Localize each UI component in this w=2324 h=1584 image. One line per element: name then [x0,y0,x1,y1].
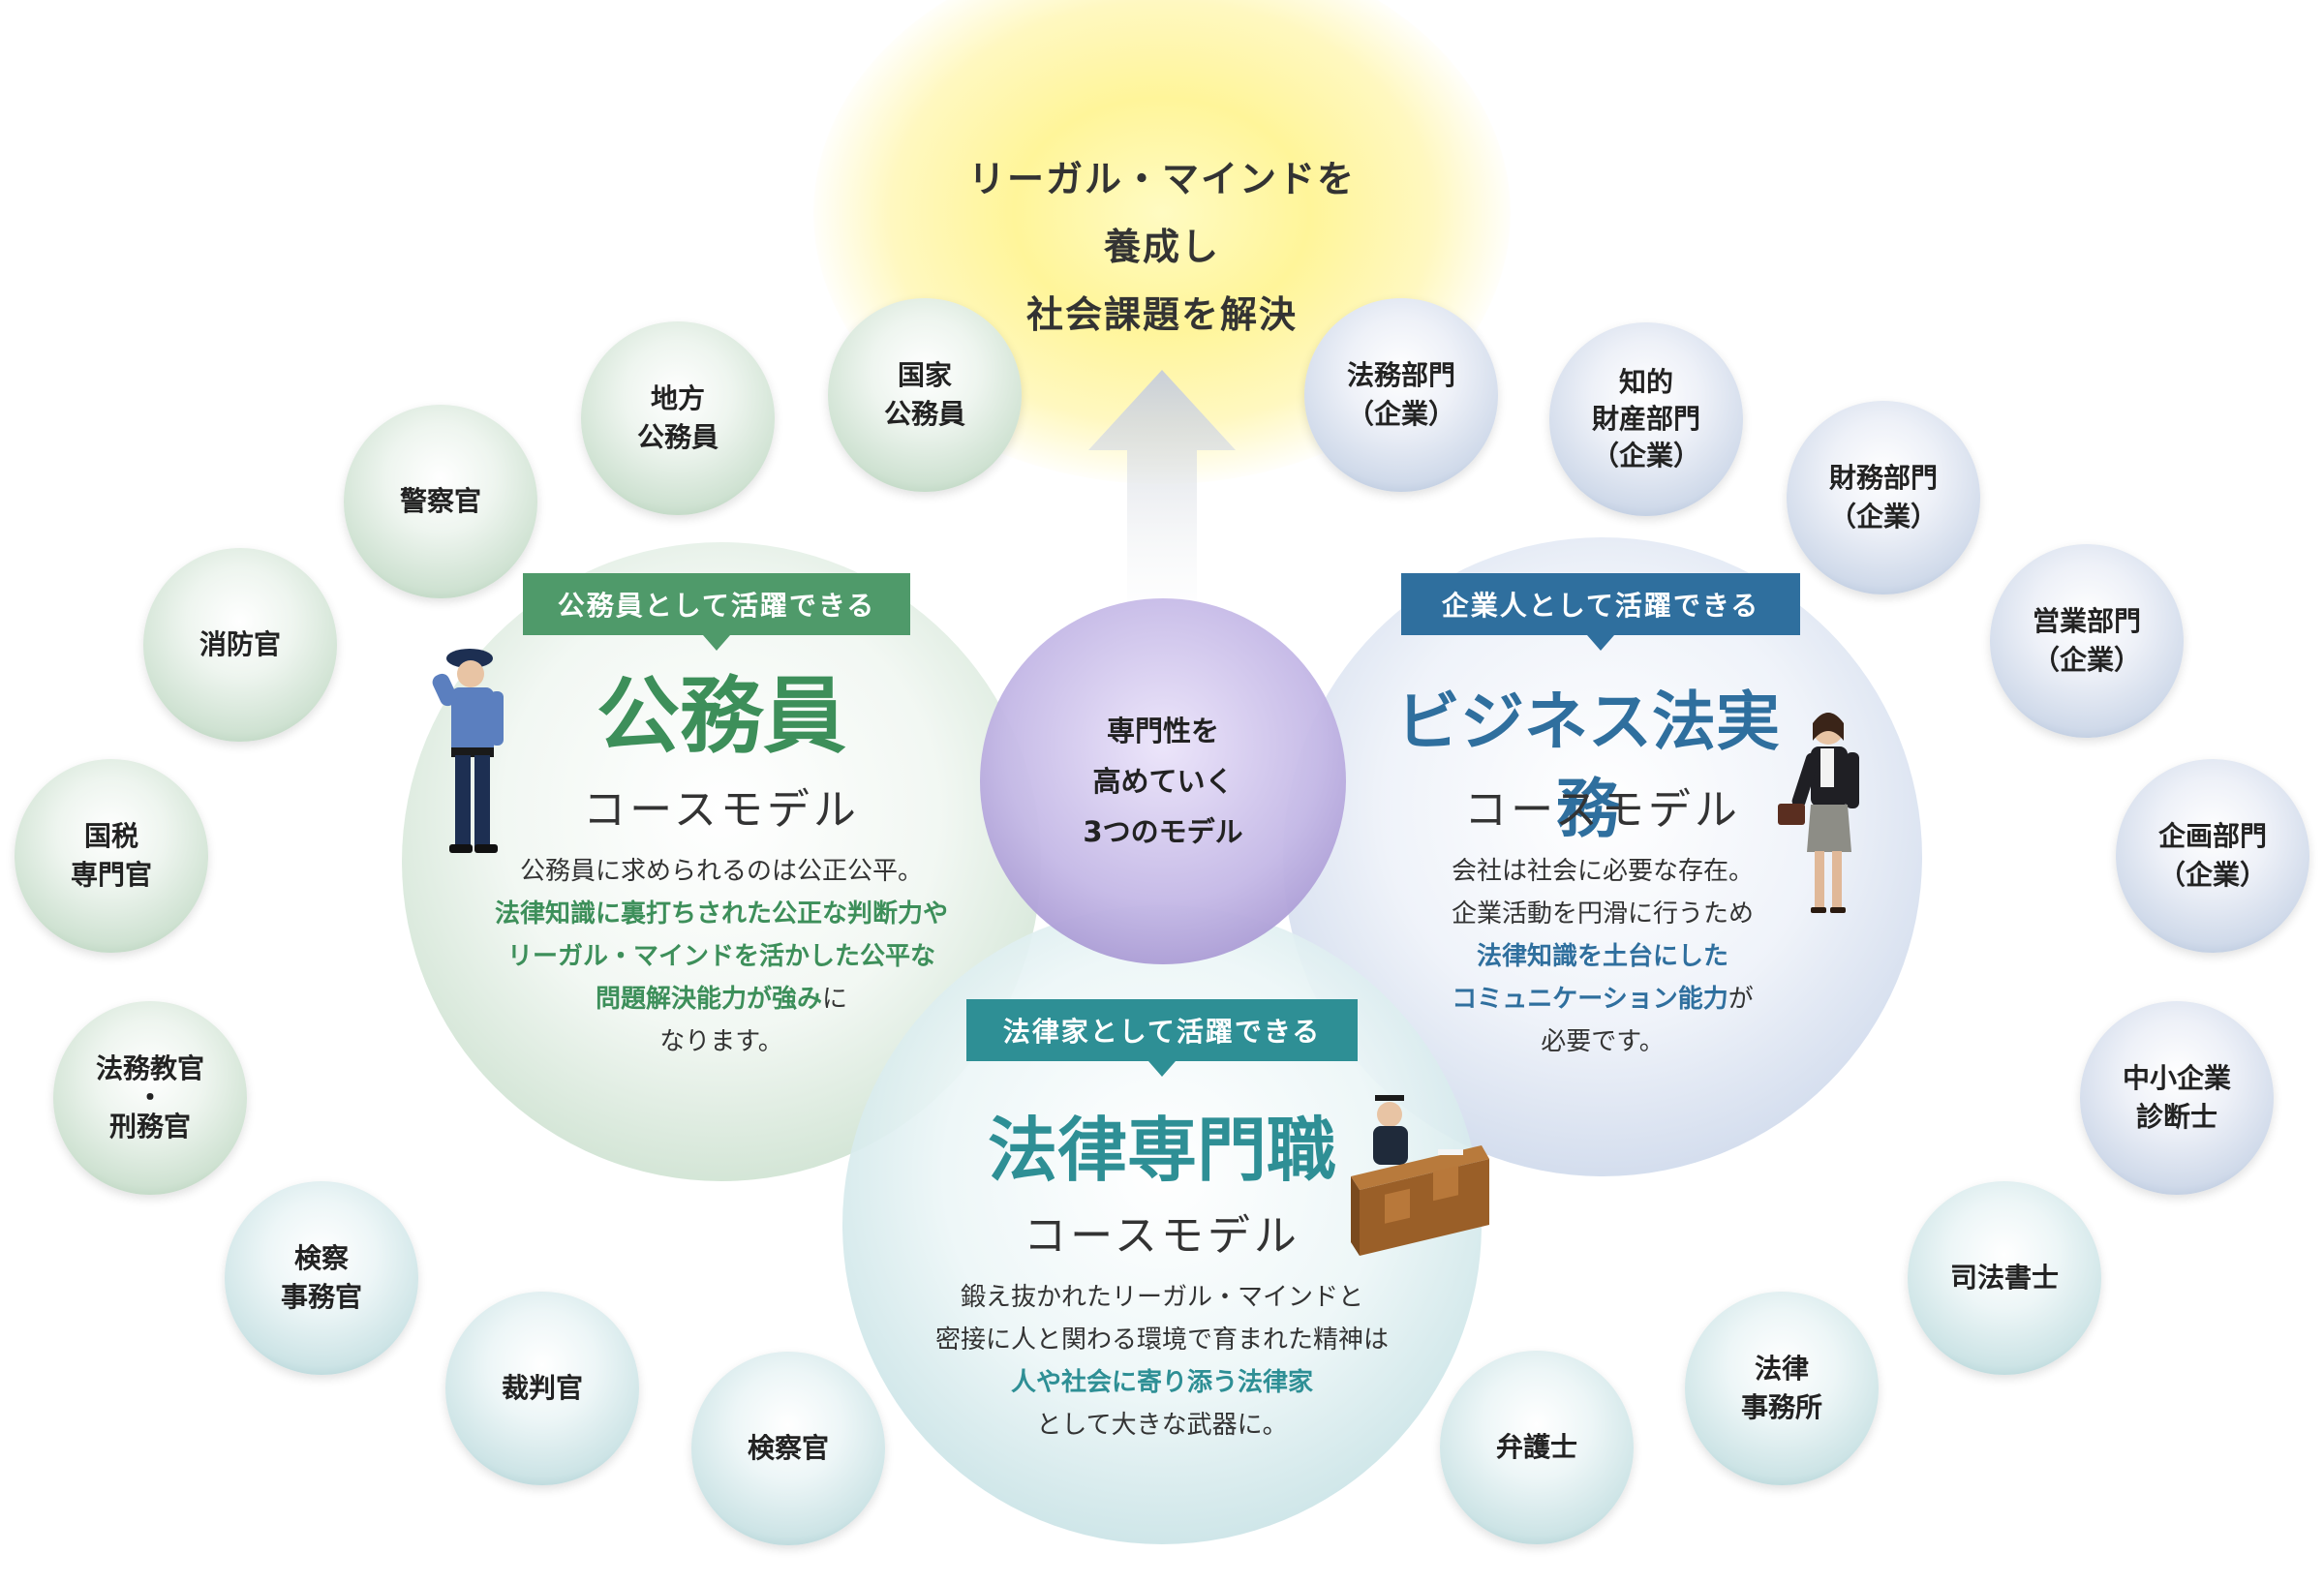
career-kokka-line-2: 公務員 [884,395,965,434]
career-homu-line-2: （企業） [1347,395,1455,434]
career-saiban: 裁判官 [445,1292,639,1485]
career-homu-line-1: 法務部門 [1347,356,1455,395]
career-keisatsu: 警察官 [344,405,537,598]
career-kokuzei-line-1: 国税 [84,817,138,856]
career-kensatsujimu: 検察 事務官 [225,1181,418,1375]
career-kokka-line-1: 国家 [898,356,952,395]
career-chiho-line-2: 公務員 [637,418,719,457]
career-kokuzei-line-2: 専門官 [71,856,152,895]
career-zaimu-line-2: （企業） [1829,498,1938,536]
career-chiho: 地方 公務員 [581,321,775,515]
career-kensatsujimu-line-2: 事務官 [281,1278,362,1317]
career-shiho-line-1: 司法書士 [1950,1259,2059,1297]
career-kikaku: 企画部門 （企業） [2116,759,2309,953]
business-desc-4: コミュニケーション能力が [1312,978,1893,1020]
career-saiban-line-1: 裁判官 [502,1369,583,1408]
career-zaimu: 財務部門 （企業） [1787,401,1980,594]
center-line-1: 専門性を [1107,706,1219,756]
career-bengo: 弁護士 [1440,1351,1634,1544]
business-desc-4-tail: が [1728,985,1754,1014]
career-kensatsu: 検察官 [691,1352,885,1545]
civil-subtitle: コースモデル [528,775,915,837]
career-chusho: 中小企業 診断士 [2080,1001,2274,1195]
career-chiho-line-1: 地方 [651,380,705,418]
center-circle: 専門性を 高めていく 3つのモデル [980,598,1346,964]
career-kikaku-line-2: （企業） [2158,856,2267,895]
civil-tag: 公務員として活躍できる [523,573,910,635]
career-chiteki-line-1: 知的 [1619,364,1673,401]
career-homukyo: 法務教官 ・ 刑務官 [53,1001,247,1195]
civil-title: 公務員 [528,668,915,765]
career-chiteki-line-3: （企業） [1592,438,1700,474]
career-horitsujimu-line-2: 事務所 [1741,1388,1822,1427]
career-chusho-line-2: 診断士 [2136,1098,2217,1137]
career-eigyo-line-1: 営業部門 [2033,602,2141,641]
businesswoman-figure [1772,702,1879,925]
career-eigyo-line-2: （企業） [2033,641,2141,680]
legal-desc-4: として大きな武器に。 [852,1404,1472,1447]
career-chiteki-line-2: 財産部門 [1592,401,1700,438]
career-chusho-line-1: 中小企業 [2123,1059,2231,1098]
career-kensatsu-line-1: 検察官 [748,1429,829,1468]
civil-desc-3: リーガル・マインドを活かした公平な [431,935,1012,978]
career-zaimu-line-1: 財務部門 [1829,459,1938,498]
career-shiho: 司法書士 [1908,1181,2101,1375]
legal-title: 法律専門職 [949,1104,1375,1197]
legal-desc-1: 鍛え抜かれたリーガル・マインドと [852,1276,1472,1319]
civil-desc-4-highlight: 問題解決能力が強み [596,985,822,1014]
career-kensatsujimu-line-1: 検察 [294,1239,349,1278]
career-bengo-line-1: 弁護士 [1496,1428,1577,1467]
civil-desc-5: なります。 [431,1020,1012,1063]
career-eigyo: 営業部門 （企業） [1990,544,2184,738]
career-keisatsu-line-1: 警察官 [400,482,481,521]
business-desc-5: 必要です。 [1312,1020,1893,1063]
career-horitsujimu: 法律 事務所 [1685,1292,1879,1485]
business-desc-4-highlight: コミュニケーション能力 [1452,985,1728,1014]
civil-description: 公務員に求められるのは公正公平。 法律知識に裏打ちされた公正な判断力や リーガル… [431,850,1012,1063]
police-officer-figure [426,639,533,867]
center-line-2: 高めていく [1092,756,1233,807]
business-subtitle: コースモデル [1409,775,1796,837]
career-chiteki: 知的 財産部門 （企業） [1549,322,1743,516]
civil-desc-2: 法律知識に裏打ちされた公正な判断力や [431,893,1012,935]
legal-desc-2: 密接に人と関わる環境で育まれた精神は [852,1319,1472,1361]
career-homukyo-line-1: 法務教官 [96,1054,204,1083]
legal-desc-3: 人や社会に寄り添う法律家 [852,1361,1472,1404]
career-kokuzei: 国税 専門官 [15,759,208,953]
career-homukyo-line-2: ・ [137,1083,164,1112]
career-horitsujimu-line-1: 法律 [1755,1350,1809,1388]
career-kikaku-line-1: 企画部門 [2158,817,2267,856]
career-shobo-line-1: 消防官 [199,625,281,664]
civil-desc-4-tail: に [822,985,847,1014]
legal-description: 鍛え抜かれたリーガル・マインドと 密接に人と関わる環境で育まれた精神は 人や社会… [852,1276,1472,1447]
business-tag: 企業人として活躍できる [1401,573,1800,635]
center-line-3: 3つのモデル [1083,807,1242,857]
career-homu: 法務部門 （企業） [1304,298,1498,492]
career-homukyo-line-3: 刑務官 [109,1112,191,1142]
career-kokka: 国家 公務員 [828,298,1022,492]
civil-desc-4: 問題解決能力が強みに [431,978,1012,1020]
judge-at-bench-figure [1346,1089,1491,1268]
legal-subtitle: コースモデル [968,1201,1356,1263]
legal-tag: 法律家として活躍できる [966,999,1358,1061]
career-shobo: 消防官 [143,548,337,742]
business-desc-3: 法律知識を土台にした [1312,935,1893,978]
